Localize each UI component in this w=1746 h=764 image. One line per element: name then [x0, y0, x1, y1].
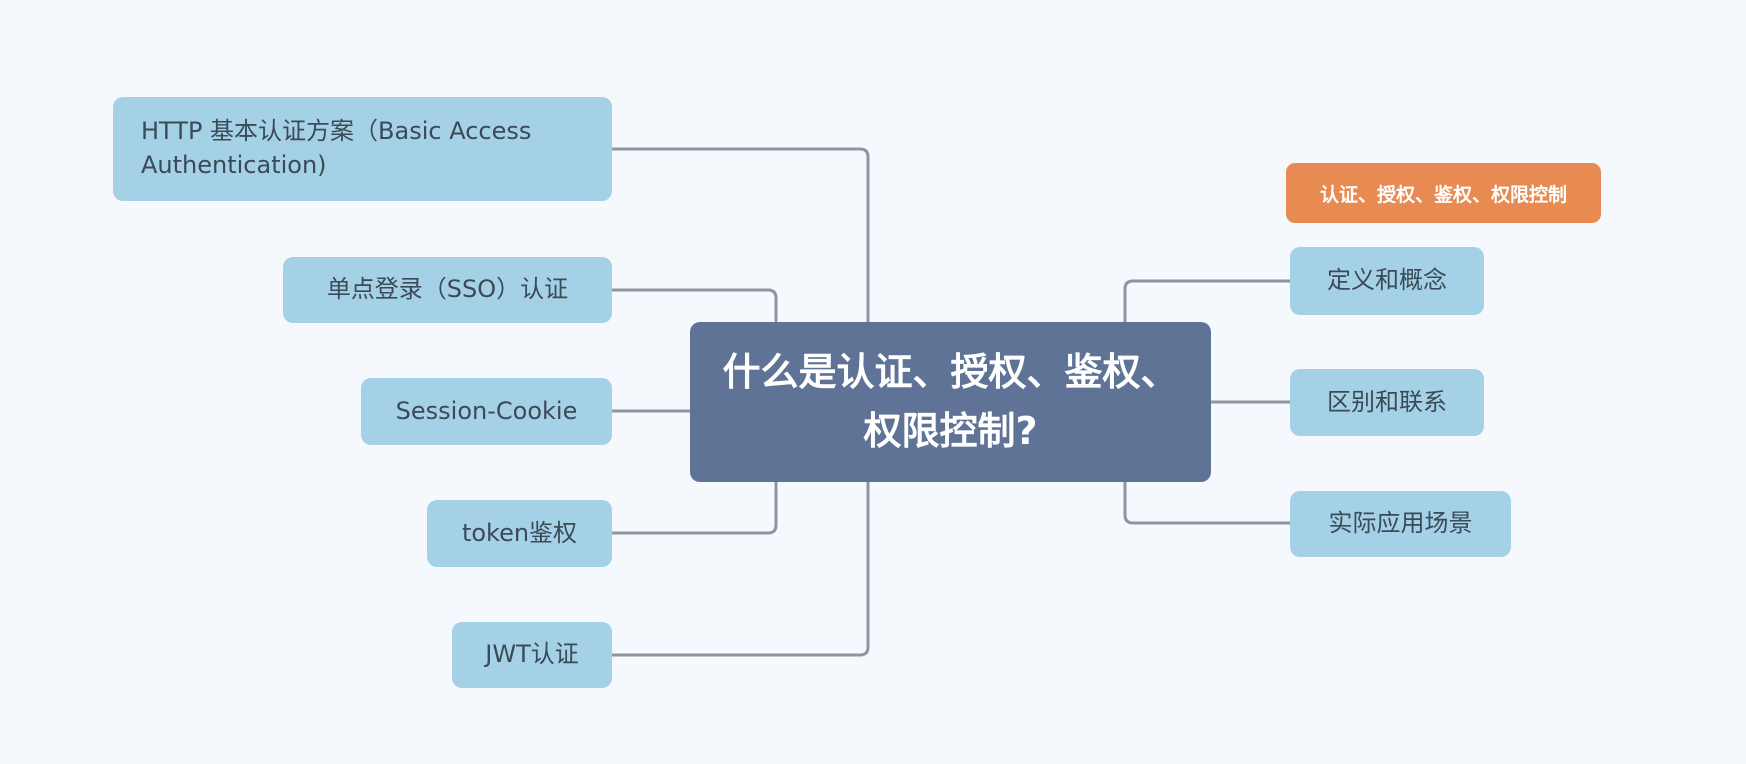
branch-jwt-auth-label: JWT认证 [485, 640, 579, 669]
branch-http-basic-auth[interactable]: HTTP 基本认证方案（Basic Access Authentication) [113, 97, 612, 201]
topic-tag-label: 认证、授权、鉴权、权限控制 [1319, 183, 1567, 206]
connector-scenarios [1123, 482, 1290, 525]
central-topic[interactable]: 什么是认证、授权、鉴权、权限控制? [690, 322, 1211, 482]
branch-scenarios[interactable]: 实际应用场景 [1290, 491, 1511, 557]
branch-http-basic-auth-label: HTTP 基本认证方案（Basic Access Authentication) [141, 117, 532, 179]
branch-definition[interactable]: 定义和概念 [1290, 247, 1484, 315]
connector-jwt [612, 482, 870, 657]
connector-token [612, 482, 778, 535]
branch-jwt-auth[interactable]: JWT认证 [452, 622, 612, 688]
branch-session-cookie[interactable]: Session-Cookie [361, 378, 612, 445]
connector-sso [612, 288, 778, 322]
connector-http-basic [612, 147, 870, 322]
branch-token-auth-label: token鉴权 [461, 518, 578, 547]
topic-tag[interactable]: 认证、授权、鉴权、权限控制 [1286, 163, 1601, 223]
branch-difference-label: 区别和联系 [1327, 387, 1447, 416]
branch-session-cookie-label: Session-Cookie [395, 396, 578, 425]
branch-sso-auth[interactable]: 单点登录（SSO）认证 [283, 257, 612, 323]
branch-difference[interactable]: 区别和联系 [1290, 369, 1484, 436]
central-topic-label: 什么是认证、授权、鉴权、权限控制? [722, 350, 1179, 453]
connector-definition [1123, 279, 1290, 322]
branch-scenarios-label: 实际应用场景 [1328, 509, 1473, 538]
branch-definition-label: 定义和概念 [1327, 266, 1447, 295]
branch-token-auth[interactable]: token鉴权 [427, 500, 612, 567]
branch-sso-auth-label: 单点登录（SSO）认证 [326, 275, 569, 304]
